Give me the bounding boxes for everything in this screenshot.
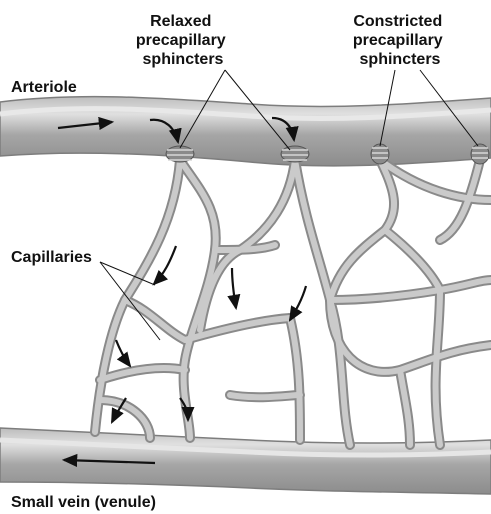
capillary-flow-arrow-4: [116, 340, 130, 366]
arteriole-label: Arteriole: [11, 79, 77, 96]
capillary-flow-arrow-2: [232, 268, 236, 308]
relaxed-sphincter-1: [166, 146, 194, 162]
relaxed-sphincters-label: Relaxed precapillary sphincters: [136, 13, 230, 68]
capillary-flow-arrow-3: [290, 286, 306, 320]
capillaries-label: Capillaries: [11, 249, 92, 266]
constricted-sphincter-2: [471, 144, 489, 164]
capillary-network: [95, 160, 491, 445]
venule-label: Small vein (venule): [11, 494, 156, 511]
relaxed-sphincter-2: [281, 146, 309, 162]
constricted-sphincter-1: [371, 144, 389, 164]
constricted-sphincters-label: Constricted precapillary sphincters: [353, 13, 447, 68]
